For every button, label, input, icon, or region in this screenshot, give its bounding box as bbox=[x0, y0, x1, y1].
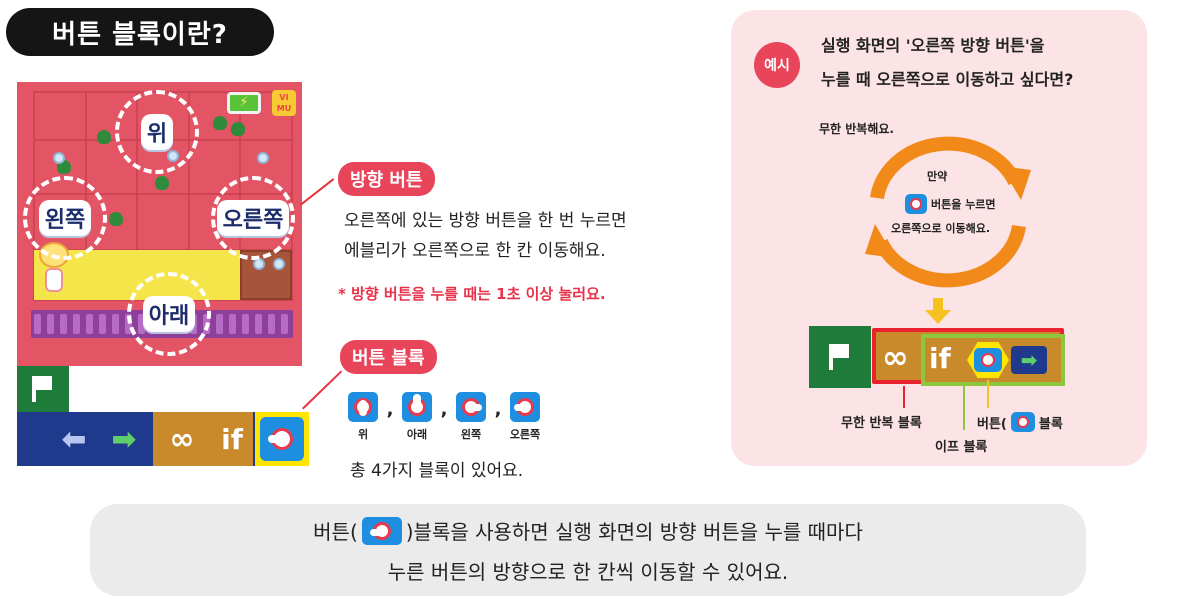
loop-caption: 무한 반복해요. bbox=[819, 122, 894, 136]
connector-line bbox=[300, 178, 335, 206]
battery-icon: ⚡ bbox=[227, 92, 261, 114]
button-block-up: 위 bbox=[344, 392, 382, 442]
pointer-line bbox=[903, 386, 905, 408]
loop-cycle-icon bbox=[865, 136, 1031, 288]
tap-left-icon bbox=[456, 392, 486, 422]
button-block[interactable] bbox=[255, 412, 309, 466]
button-block-right: 오른쪽 bbox=[506, 392, 544, 442]
direction-down-label: 아래 bbox=[142, 296, 196, 332]
if-caption-line2: 버튼을 누르면 bbox=[905, 194, 996, 214]
button-block-down: 아래 bbox=[398, 392, 436, 442]
flower-icon bbox=[53, 152, 65, 164]
button-block-total: 총 4가지 블록이 있어요. bbox=[350, 461, 524, 481]
direction-up-marker: 위 bbox=[115, 90, 199, 174]
flag-icon bbox=[829, 344, 851, 370]
plant-icon bbox=[155, 176, 169, 190]
if-caption-line1: 만약 bbox=[927, 170, 948, 183]
direction-right-label: 오른쪽 bbox=[216, 200, 290, 236]
tap-right-icon bbox=[905, 194, 927, 214]
direction-button-tag: 방향 버튼 bbox=[338, 162, 435, 196]
flower-icon bbox=[273, 258, 285, 270]
example-question-line2: 누를 때 오른쪽으로 이동하고 싶다면? bbox=[821, 70, 1074, 89]
flower-icon bbox=[257, 152, 269, 164]
label-if-block: 이프 블록 bbox=[935, 440, 988, 455]
button-block-tag: 버튼 블록 bbox=[340, 340, 437, 374]
plant-icon bbox=[109, 212, 123, 226]
page-title: 버튼 블록이란? bbox=[6, 8, 274, 56]
tap-right-icon bbox=[510, 392, 540, 422]
plant-icon bbox=[231, 122, 245, 136]
example-question-line1: 실행 화면의 '오른쪽 방향 버튼'을 bbox=[821, 36, 1045, 55]
button-block-icons: 위 , 아래 , 왼쪽 , 오른쪽 bbox=[344, 392, 544, 442]
start-flag-block[interactable] bbox=[17, 366, 69, 412]
label-loop-block: 무한 반복 블록 bbox=[841, 416, 922, 431]
example-badge: 예시 bbox=[754, 42, 800, 88]
pointer-line bbox=[963, 386, 965, 430]
direction-desc-line1: 오른쪽에 있는 방향 버튼을 한 번 누르면 bbox=[344, 211, 627, 231]
connector-line bbox=[302, 370, 343, 410]
tap-right-icon bbox=[974, 348, 1002, 372]
summary-box: 버튼( )블록을 사용하면 실행 화면의 방향 버튼을 누를 때마다 누른 버튼… bbox=[90, 504, 1086, 596]
if-block[interactable]: if bbox=[211, 412, 253, 466]
block-bar: ⬅ ➡ ∞ if bbox=[17, 412, 309, 466]
tap-right-icon bbox=[1010, 412, 1035, 432]
example-panel: 예시 실행 화면의 '오른쪽 방향 버튼'을 누를 때 오른쪽으로 이동하고 싶… bbox=[731, 10, 1147, 466]
tap-right-icon bbox=[361, 516, 402, 545]
label-button-block: 버튼( 블록 bbox=[977, 412, 1063, 432]
plant-icon bbox=[97, 130, 111, 144]
vimu-logo: VI MU bbox=[272, 90, 296, 116]
tap-right-icon bbox=[262, 419, 302, 459]
button-block-left: 왼쪽 bbox=[452, 392, 490, 442]
direction-left-marker: 왼쪽 bbox=[23, 176, 107, 260]
example-flag-block bbox=[809, 326, 871, 388]
if-caption-line3: 오른쪽으로 이동해요. bbox=[891, 222, 991, 235]
move-right-block[interactable]: ➡ bbox=[111, 421, 137, 457]
direction-up-label: 위 bbox=[140, 114, 174, 150]
example-move-right-block: ➡ bbox=[1011, 346, 1047, 374]
summary-line1: 버튼( )블록을 사용하면 실행 화면의 방향 버튼을 누를 때마다 bbox=[90, 516, 1086, 545]
direction-left-label: 왼쪽 bbox=[38, 200, 92, 236]
pointer-line bbox=[987, 380, 989, 408]
loop-block[interactable]: ∞ bbox=[153, 412, 211, 466]
direction-note: * 방향 버튼을 누를 때는 1초 이상 눌러요. bbox=[338, 285, 606, 303]
down-arrow-icon bbox=[925, 298, 951, 324]
flag-icon bbox=[32, 376, 54, 402]
direction-desc-line2: 에블리가 오른쪽으로 한 칸 이동해요. bbox=[344, 241, 606, 261]
direction-right-marker: 오른쪽 bbox=[211, 176, 295, 260]
summary-line2: 누른 버튼의 방향으로 한 칸씩 이동할 수 있어요. bbox=[387, 560, 789, 584]
direction-down-marker: 아래 bbox=[127, 272, 211, 356]
tap-up-icon bbox=[348, 392, 378, 422]
move-left-block[interactable]: ⬅ bbox=[61, 421, 87, 457]
plant-icon bbox=[213, 116, 227, 130]
example-button-block bbox=[967, 342, 1009, 378]
game-screen: ⚡ VI MU 위 왼쪽 오른쪽 아래 bbox=[17, 82, 302, 366]
tap-down-icon bbox=[402, 392, 432, 422]
